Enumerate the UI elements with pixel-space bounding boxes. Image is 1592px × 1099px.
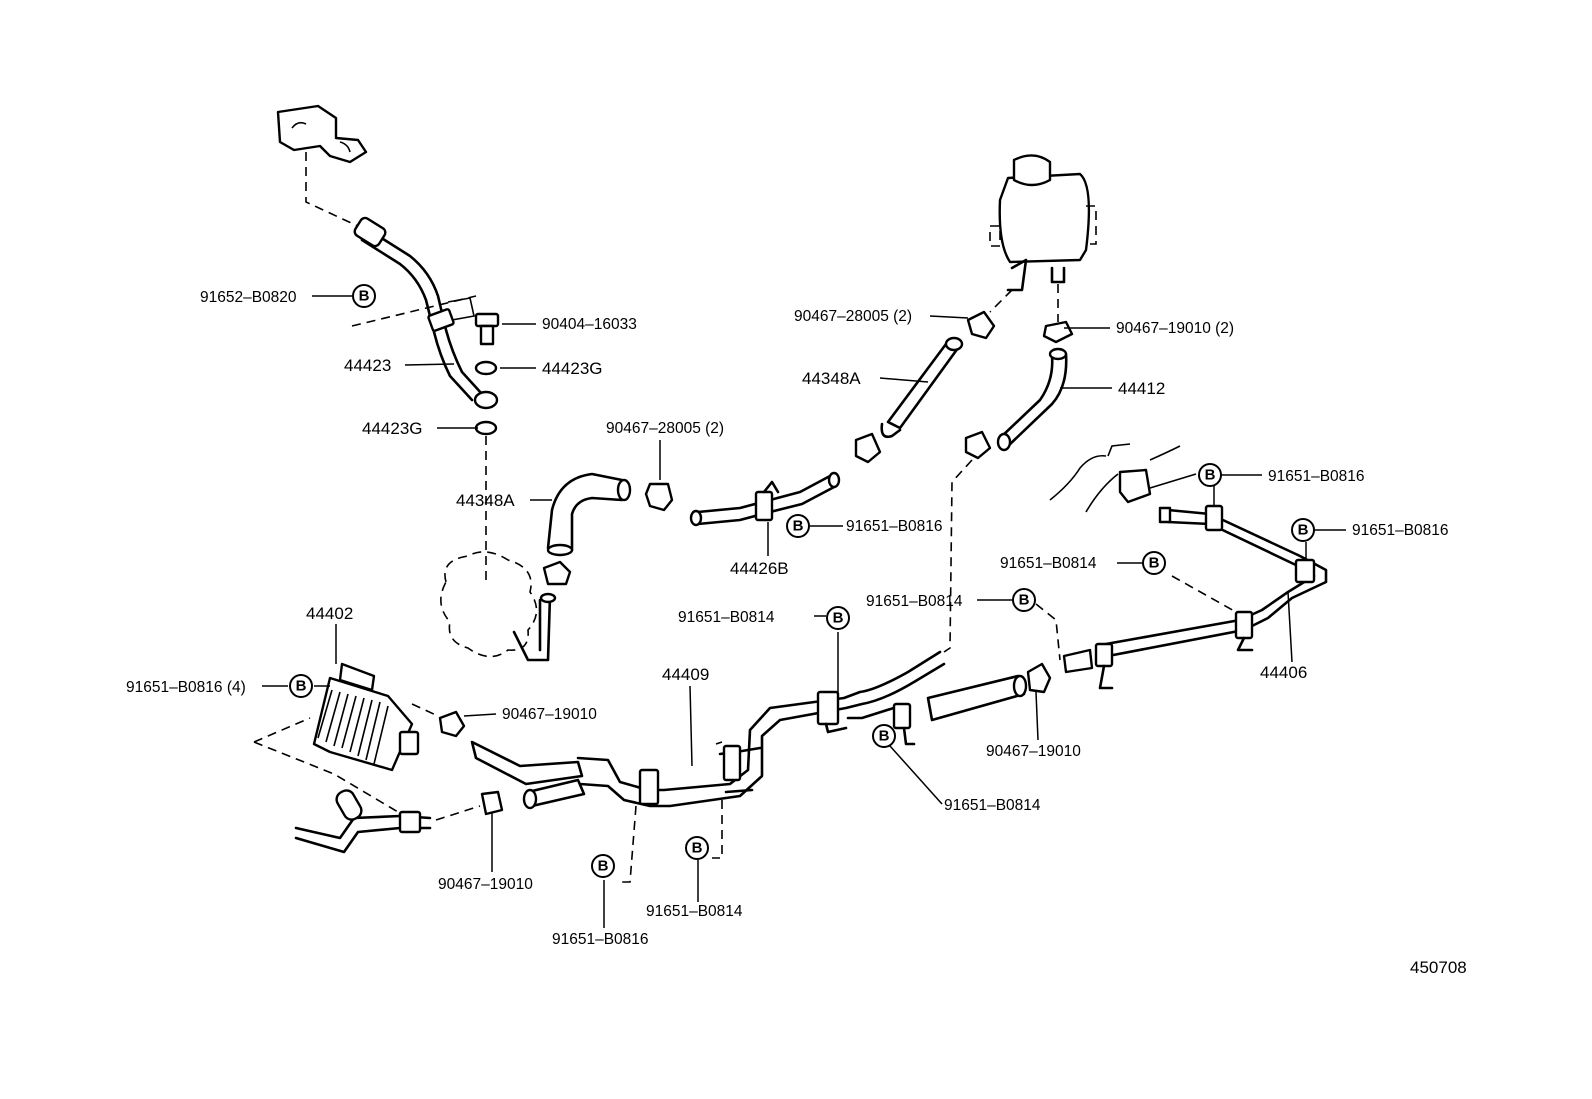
hose-clamp-90467-28005-reservoir — [966, 310, 996, 340]
badge-b-right-upper: B — [1198, 463, 1222, 487]
label-90467-19010-2: 90467–19010 (2) — [1116, 320, 1234, 337]
label-44348a-lower: 44348A — [456, 491, 515, 510]
gasket-44423G-lower — [474, 420, 498, 436]
label-91652-b0820: 91652–B0820 — [200, 289, 297, 306]
svg-text:B: B — [1019, 592, 1030, 609]
label-90467-19010-right: 90467–19010 — [986, 743, 1081, 760]
hose-44348A-upper — [880, 336, 964, 439]
diagram-id: 450708 — [1410, 958, 1467, 977]
label-44402: 44402 — [306, 604, 353, 623]
guide-b0814-lower — [712, 800, 723, 859]
label-90467-28005-reservoir: 90467–28005 (2) — [794, 308, 912, 325]
guide-b0814-clip — [715, 741, 723, 745]
pipe-44426B — [689, 471, 841, 527]
hose-clamp-90467-19010-reservoir — [1042, 320, 1074, 344]
part-labels: 91652–B0820 90404–16033 44423 44423G 444… — [126, 289, 1467, 977]
svg-text:B: B — [1298, 522, 1309, 539]
label-91651-b0816-4: 91651–B0816 (4) — [126, 679, 246, 696]
hose-clamp-90467-28005-left — [644, 482, 674, 512]
svg-text:B: B — [692, 840, 703, 857]
badge-b-b0814-right: B — [1142, 551, 1166, 575]
guide-reservoir-to-clamp-left — [989, 289, 1013, 313]
label-91651-b0816-44426b: 91651–B0816 — [846, 518, 943, 535]
cooler-inlet-pipe — [294, 789, 432, 854]
label-44406: 44406 — [1260, 663, 1307, 682]
hose-clamp-90467-19010-cooler-lower — [480, 790, 504, 816]
label-91651-b0814-bottom: 91651–B0814 — [646, 903, 743, 920]
oil-cooler-44402 — [312, 662, 420, 772]
badges: B B B B B B B B B B B — [289, 284, 1315, 878]
label-90467-19010-cooler-upper: 90467–19010 — [502, 706, 597, 723]
label-91651-b0816-bottom: 91651–B0816 — [552, 931, 649, 948]
badge-b-b0814-bottom: B — [685, 836, 709, 860]
svg-text:B: B — [879, 728, 890, 745]
label-44412: 44412 — [1118, 379, 1165, 398]
guide-clamp-to-cooler-lower — [435, 805, 481, 821]
svg-text:B: B — [598, 858, 609, 875]
svg-text:B: B — [296, 678, 307, 695]
hose-44412 — [996, 347, 1068, 452]
label-44423g-upper: 44423G — [542, 359, 603, 378]
guide-44412-to-pipe — [943, 459, 973, 653]
hose-clamp-90467-19010-cooler-upper — [438, 710, 466, 738]
parts-layer — [253, 104, 1328, 883]
mount-bracket-top-left — [276, 104, 368, 164]
badge-b-b0814-top: B — [826, 606, 850, 630]
union-bolt-90404 — [474, 312, 500, 346]
guide-b0814-right — [1171, 575, 1237, 613]
label-90467-28005-left: 90467–28005 (2) — [606, 420, 724, 437]
svg-text:B: B — [833, 610, 844, 627]
reservoir-tank — [989, 154, 1097, 292]
guide-cooler-front — [253, 717, 311, 743]
hose-clamp-44412-lower — [964, 430, 992, 460]
guide-b0816-lower — [618, 805, 637, 883]
gasket-44423G-upper — [474, 360, 498, 376]
svg-text:B: B — [793, 518, 804, 535]
badge-b-91652-b0820: B — [352, 284, 376, 308]
badge-b-44426b: B — [786, 514, 810, 538]
badge-b-b0814-mid: B — [1012, 588, 1036, 612]
label-44426b: 44426B — [730, 559, 789, 578]
guide-cooler-rear — [253, 741, 399, 813]
label-91651-b0816-right-end: 91651–B0816 — [1352, 522, 1449, 539]
badge-b-b0816-bottom: B — [591, 854, 615, 878]
pipe-44409 — [576, 650, 946, 808]
svg-text:B: B — [359, 288, 370, 305]
label-91651-b0814-lower-right: 91651–B0814 — [944, 797, 1041, 814]
label-44423g-lower: 44423G — [362, 419, 423, 438]
label-91651-b0814-top: 91651–B0814 — [678, 609, 775, 626]
label-44409: 44409 — [662, 665, 709, 684]
pipe-44406 — [1062, 504, 1328, 690]
label-91651-b0814-mid: 91651–B0814 — [866, 593, 963, 610]
badge-b-b0814-lower-right: B — [872, 724, 896, 748]
badge-b-cooler: B — [289, 674, 313, 698]
label-44348a-upper: 44348A — [802, 369, 861, 388]
label-44423: 44423 — [344, 356, 391, 375]
label-91651-b0814-right: 91651–B0814 — [1000, 555, 1097, 572]
guide-clamp-to-cooler-upper — [411, 703, 439, 717]
leader-lines — [262, 295, 1346, 928]
guide-bracket-to-pipe — [305, 152, 363, 229]
guide-b0814-mid — [1035, 603, 1061, 661]
hose-44348A-lower — [546, 472, 632, 557]
badge-b-right-end: B — [1291, 518, 1315, 542]
svg-text:B: B — [1149, 555, 1160, 572]
hose-clamp-upper-left — [854, 432, 882, 464]
clamp-plate-44423 — [447, 297, 475, 321]
svg-text:B: B — [1205, 467, 1216, 484]
label-91651-b0816-right-upper: 91651–B0816 — [1268, 468, 1365, 485]
label-90467-19010-cooler-lower: 90467–19010 — [438, 876, 533, 893]
pipe-44423 — [353, 216, 499, 410]
hose-clamp-90467-19010-right — [1026, 662, 1052, 694]
label-90404-16033: 90404–16033 — [542, 316, 637, 333]
power-steering-pump — [440, 551, 557, 662]
hose-clamp-pump — [542, 560, 572, 586]
steering-gear-right — [1049, 443, 1197, 513]
hose-cooler-return — [926, 674, 1028, 722]
cooler-hoses — [470, 740, 586, 810]
